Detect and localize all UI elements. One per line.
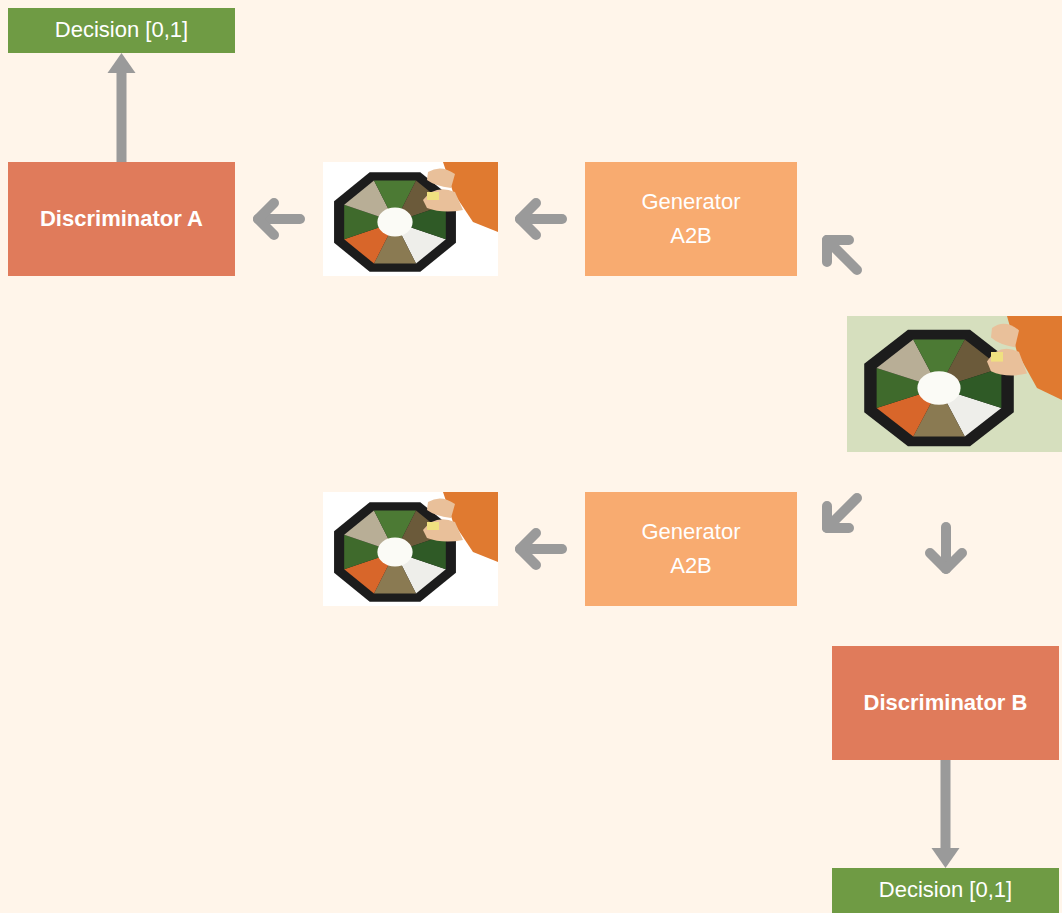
decision-box: Decision [0,1] — [832, 868, 1059, 913]
painting-input — [847, 316, 1062, 452]
decision-box: Decision [0,1] — [8, 8, 235, 53]
tray-photo — [323, 492, 498, 606]
discriminator-box: Discriminator B — [832, 646, 1059, 760]
node-label: Generator A2B — [631, 185, 751, 253]
node-label: Decision [0,1] — [55, 13, 188, 47]
connector-arrow — [941, 760, 951, 850]
node-label: Discriminator B — [864, 686, 1028, 720]
connector-arrow — [117, 71, 127, 162]
generator-box: Generator A2B — [585, 162, 797, 276]
tray-photo — [323, 162, 498, 276]
node-label: Discriminator A — [40, 202, 203, 236]
arrow-head — [932, 848, 960, 868]
generator-box: Generator A2B — [585, 492, 797, 606]
arrow-head — [108, 53, 136, 73]
discriminator-box: Discriminator A — [8, 162, 235, 276]
node-label: Decision [0,1] — [879, 873, 1012, 907]
node-label: Generator A2B — [631, 515, 751, 583]
